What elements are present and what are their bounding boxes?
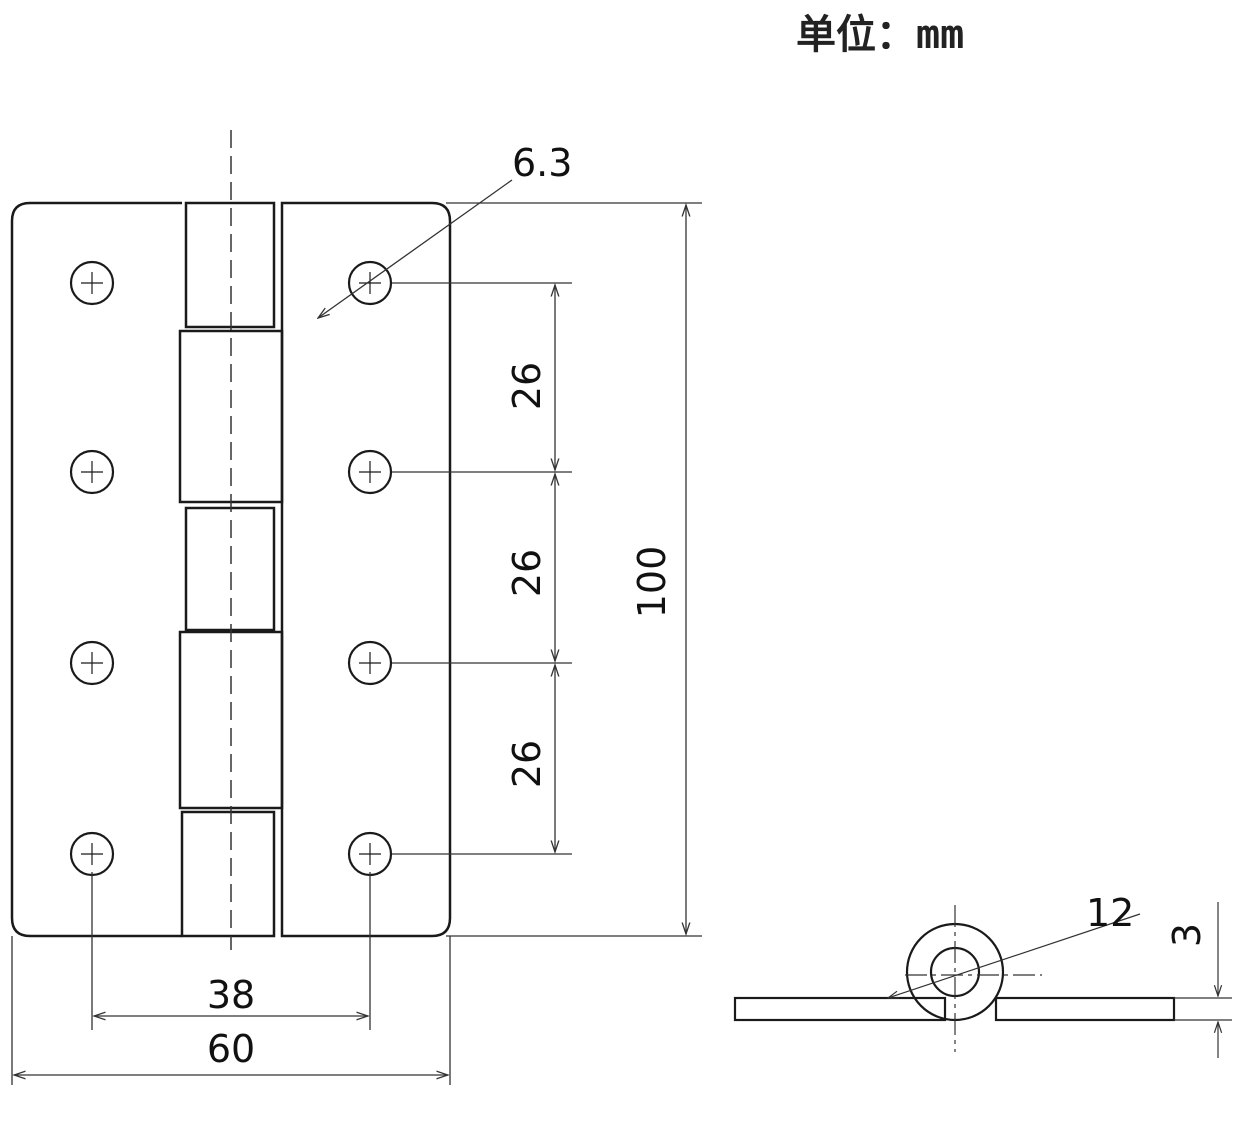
hole-center-width-label: 38 <box>207 973 255 1017</box>
hole-spacing-label-1: 26 <box>505 362 549 410</box>
hole-spacing-label-2: 26 <box>505 549 549 597</box>
hole-spacing-label-3: 26 <box>505 740 549 788</box>
knuckle-segment-5 <box>180 810 276 938</box>
screw-hole-circle <box>69 640 115 686</box>
screw-hole-circle <box>347 260 393 306</box>
screw-hole-circle <box>347 640 393 686</box>
leaf-thickness-label: 3 <box>1165 923 1209 947</box>
screw-hole-left-2 <box>69 449 115 495</box>
screw-holes <box>69 260 393 877</box>
screw-hole-circle <box>347 449 393 495</box>
right-leaf-outline <box>280 201 452 938</box>
screw-hole-right-3 <box>347 640 393 686</box>
side-view-dimensions <box>888 902 1232 1058</box>
side-leaf-left <box>733 996 947 1022</box>
knuckle-segment-1 <box>184 201 276 329</box>
overall-width-label: 60 <box>207 1027 255 1071</box>
screw-hole-left-4 <box>69 831 115 877</box>
screw-hole-right-1 <box>347 260 393 306</box>
screw-hole-left-3 <box>69 640 115 686</box>
screw-hole-circle <box>69 260 115 306</box>
screw-hole-circle <box>69 449 115 495</box>
left-leaf-outline <box>10 201 182 938</box>
knuckle-diameter-leader <box>888 913 1141 998</box>
knuckle-diameter-label: 12 <box>1086 891 1134 935</box>
side-leaf-right <box>994 996 1176 1022</box>
screw-hole-left-1 <box>69 260 115 306</box>
screw-hole-right-4 <box>347 831 393 877</box>
screw-hole-right-2 <box>347 449 393 495</box>
hole-diameter-leader <box>318 179 513 318</box>
dimension-lines <box>11 179 702 1085</box>
hole-diameter-label: 6.3 <box>512 141 572 185</box>
overall-height-label: 100 <box>630 546 674 619</box>
knuckle-segment-3 <box>184 506 276 632</box>
unit-label: 单位：mm <box>796 12 964 58</box>
